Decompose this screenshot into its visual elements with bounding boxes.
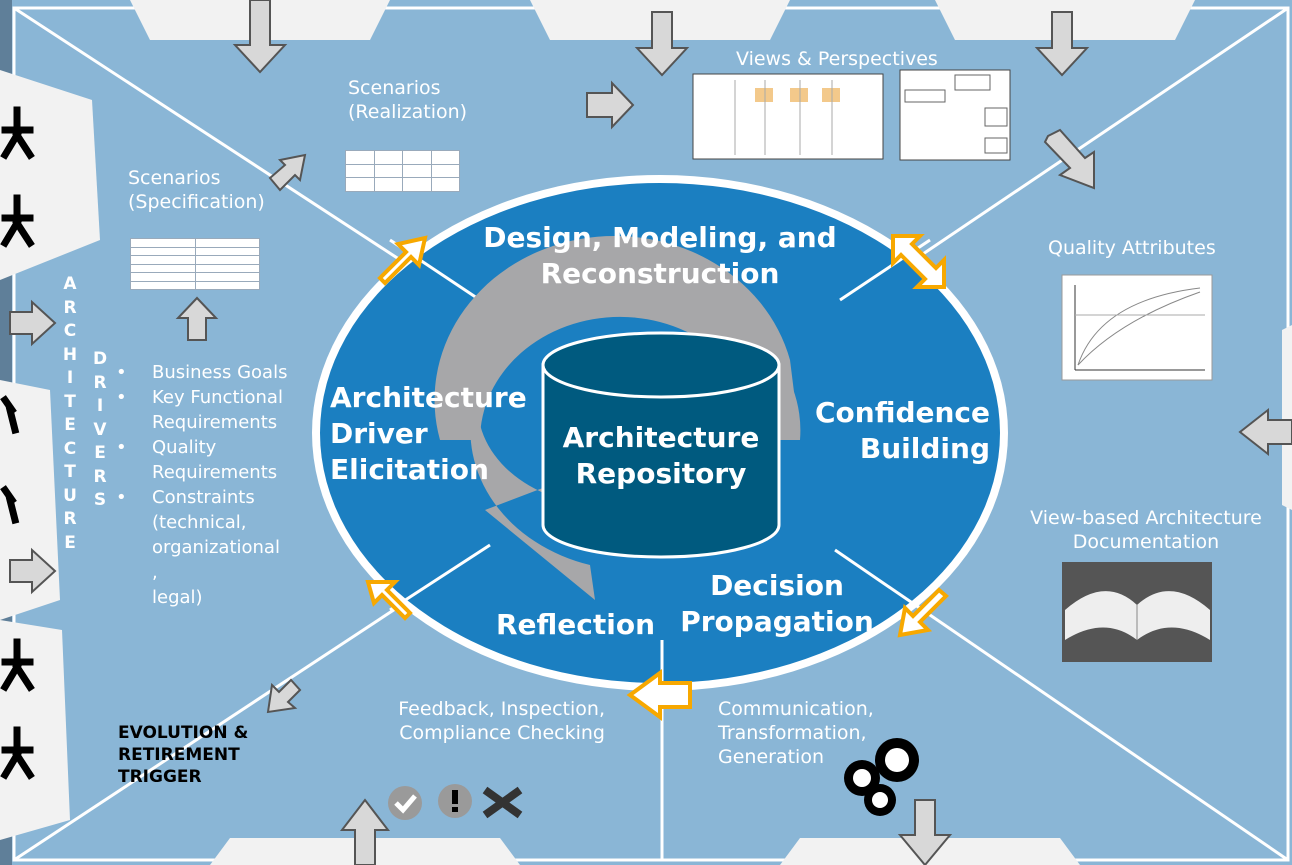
gray-arrow-icon	[175, 296, 219, 341]
drivers-list: Business GoalsKey FunctionalRequirements…	[116, 360, 288, 610]
gray-arrow-icon	[1034, 11, 1090, 77]
actor-icon	[0, 194, 35, 248]
ring-label-propagation: Decision Propagation	[680, 569, 874, 638]
orange-arrow-icon	[377, 235, 428, 286]
gray-arrow-icon	[586, 80, 635, 130]
vertical-letter: I	[66, 368, 74, 388]
orange-arrow-icon	[891, 234, 946, 289]
scenarios-specification-label: Scenarios (Specification)	[128, 167, 265, 213]
vertical-letter: C	[63, 438, 77, 459]
orange-arrow-icon	[897, 587, 949, 638]
exclamation-icon	[438, 784, 472, 818]
views-perspectives-label: Views & Perspectives	[736, 48, 938, 70]
gray-arrow-icon	[9, 299, 57, 347]
view-based-documentation-label: View-based Architecture Documentation	[1030, 507, 1262, 553]
ring-label-elicitation: Architecture Driver Elicitation	[330, 381, 527, 486]
drivers-list-item: organizational	[152, 537, 280, 558]
drivers-list-item: Quality	[116, 435, 287, 460]
actor-icon	[0, 726, 35, 780]
drivers-list-item: Constraints	[116, 485, 287, 510]
drivers-list-item: Business Goals	[116, 360, 288, 385]
vertical-letter: I	[96, 396, 104, 416]
gray-arrow-icon	[634, 11, 690, 77]
drivers-list-item: Key Functional	[116, 385, 287, 410]
vertical-letter: H	[62, 344, 78, 365]
gray-arrow-icon	[1043, 128, 1095, 190]
gray-arrow-icon	[268, 153, 307, 192]
drivers-list-item: Requirements	[152, 462, 278, 483]
specification-table-image	[130, 238, 260, 290]
actor-icon	[0, 638, 35, 692]
realization-table-image	[345, 150, 460, 192]
component-diagram-image	[899, 69, 1011, 161]
checkmark-icon	[388, 786, 422, 820]
vertical-letter: E	[64, 415, 76, 435]
orange-arrow-icon	[626, 669, 692, 721]
ring-label-design: Design, Modeling, and Reconstruction	[483, 221, 837, 290]
repository-label: Architecture Repository	[562, 421, 760, 490]
gray-arrow-icon	[897, 799, 953, 865]
vertical-letter: R	[93, 466, 107, 487]
gray-arrow-icon	[266, 678, 302, 714]
vertical-letter: V	[93, 419, 107, 440]
actor-icon	[0, 395, 20, 435]
communication-label: Communication, Transformation, Generatio…	[718, 698, 874, 768]
vertical-letter: R	[63, 509, 77, 529]
vertical-letter: T	[64, 462, 76, 482]
drivers-list-item: ,	[152, 562, 158, 583]
vertical-letter: R	[93, 372, 107, 393]
quality-attributes-label: Quality Attributes	[1048, 237, 1216, 259]
gray-arrow-icon	[232, 0, 288, 74]
drivers-list-item: legal)	[152, 587, 203, 608]
sequence-diagram-image	[692, 73, 884, 160]
drivers-list-item: (technical,	[152, 512, 247, 533]
drivers-list-item: Requirements	[152, 412, 278, 433]
vertical-letter: D	[92, 349, 108, 369]
vertical-letter: T	[64, 391, 76, 412]
gray-arrow-icon	[1238, 407, 1292, 457]
ring-label-confidence: Confidence Building	[814, 396, 990, 465]
orange-arrow-icon	[365, 580, 413, 621]
vertical-letter: E	[64, 532, 76, 553]
gears-icon	[844, 738, 919, 816]
database-icon	[541, 331, 781, 559]
vertical-letter: S	[93, 490, 107, 510]
vertical-letter: E	[94, 443, 106, 463]
vertical-letter: A	[63, 274, 77, 294]
quality-chart-image	[1061, 274, 1213, 381]
feedback-label: Feedback, Inspection, Compliance Checkin…	[398, 698, 605, 744]
actor-icon	[0, 485, 20, 525]
cross-icon	[482, 786, 523, 819]
gray-arrow-icon	[339, 798, 391, 865]
evolution-trigger-label: EVOLUTION & RETIREMENT TRIGGER	[118, 723, 249, 787]
ring-label-reflection: Reflection	[495, 608, 655, 641]
scenarios-realization-label: Scenarios (Realization)	[348, 77, 468, 123]
gray-arrow-icon	[9, 547, 57, 595]
vertical-letter: U	[63, 485, 77, 506]
actor-icon	[0, 106, 35, 160]
book-image	[1062, 562, 1212, 662]
vertical-letter: R	[63, 297, 77, 318]
vertical-letter: C	[63, 321, 77, 341]
